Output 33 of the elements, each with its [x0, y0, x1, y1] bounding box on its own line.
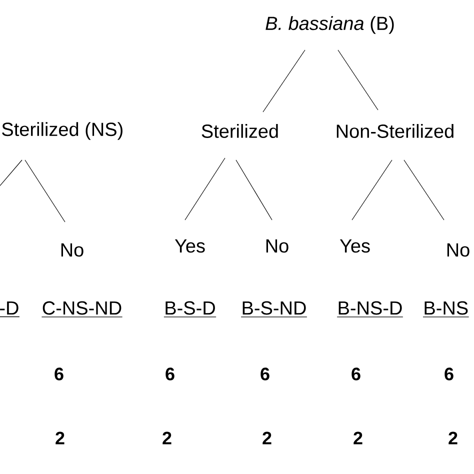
group-code: B-NS-D	[336, 301, 404, 318]
count-value: 6	[54, 368, 64, 380]
branch-line	[236, 160, 272, 220]
tree-label: Yes	[340, 239, 370, 253]
tree-label: No	[61, 243, 84, 257]
count-value: 6	[260, 368, 270, 380]
tree-label: Non-Sterilized	[336, 124, 454, 138]
count-value: 6	[444, 368, 454, 380]
branch-line	[404, 160, 444, 220]
branch-line	[352, 160, 392, 220]
count-value: 6	[166, 368, 174, 380]
branch-line	[0, 160, 22, 188]
tree-label: Sterilized	[202, 124, 278, 138]
tree-label: No	[447, 243, 470, 257]
tree-label: Yes	[174, 239, 205, 253]
tree-label: Sterilized (NS)	[2, 122, 122, 140]
count-value: 2	[162, 432, 172, 444]
group-code: B-S-ND	[240, 301, 308, 318]
count-value: 6	[352, 368, 360, 380]
branch-line	[262, 50, 306, 112]
branch-line	[24, 160, 66, 222]
branch-line	[184, 158, 226, 220]
count-value: 2	[448, 432, 458, 444]
group-code: C-NS-ND	[41, 301, 123, 318]
count-value: 2	[262, 432, 272, 444]
tree-label: B. bassiana (B)	[266, 16, 394, 34]
group-code: -D	[0, 301, 20, 318]
count-value: 2	[354, 432, 362, 444]
branch-line	[338, 50, 378, 110]
group-code: B-NS	[422, 301, 470, 318]
group-code: B-S-D	[164, 301, 216, 318]
tree-label: No	[266, 239, 288, 253]
count-value: 2	[56, 432, 64, 444]
